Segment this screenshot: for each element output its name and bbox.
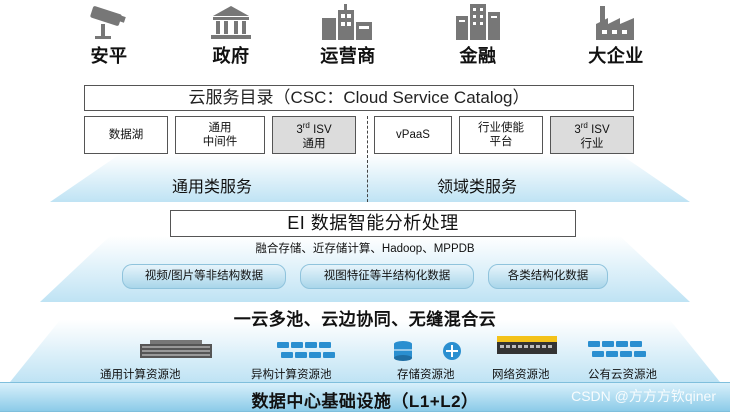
catalog-box-label: 3rd ISV xyxy=(574,121,610,136)
cloud-slogan: 一云多池、云边协同、无缝混合云 xyxy=(233,310,497,329)
cloud-pools-platform xyxy=(10,320,720,382)
catalog-box-label-2: 平台 xyxy=(489,136,513,148)
catalog-data-lake[interactable]: 数据湖 xyxy=(84,116,168,154)
catalog-box-label-2: 通用 xyxy=(302,137,326,150)
domain-services-label: 领域类服务 xyxy=(437,179,518,196)
network-pool: 网络资源池 xyxy=(492,369,550,381)
catalog-box-label: 数据湖 xyxy=(108,129,144,141)
catalog-box-label: 行业使能 xyxy=(478,122,524,134)
industry-label: 安平 xyxy=(90,46,128,66)
ei-data-analytics-title: EI 数据智能分析处理 xyxy=(170,210,576,237)
bank-tower-icon xyxy=(423,4,533,40)
catalog-industry-enablement[interactable]: 行业使能 平台 xyxy=(459,116,543,154)
general-compute-pool: 通用计算资源池 xyxy=(100,369,181,381)
server-rack-icon xyxy=(140,340,212,358)
catalog-box-label: vPaaS xyxy=(396,129,430,141)
catalog-vpaas[interactable]: vPaaS xyxy=(374,116,452,154)
storage-pool: 存储资源池 xyxy=(397,369,455,381)
storage-technologies: 融合存储、近存储计算、Hadoop、MPPDB xyxy=(255,243,475,255)
catalog-box-label-2: 行业 xyxy=(580,137,604,150)
catalog-3rd-isv-industry[interactable]: 3rd ISV 行业 xyxy=(550,116,634,154)
catalog-general-middleware[interactable]: 通用 中间件 xyxy=(175,116,265,154)
industry-label: 金融 xyxy=(459,46,497,66)
general-services-label: 通用类服务 xyxy=(172,179,253,196)
industry-label: 大企业 xyxy=(588,46,644,66)
catalog-box-label: 3rd ISV xyxy=(296,121,332,136)
catalog-3rd-isv-general[interactable]: 3rd ISV 通用 xyxy=(272,116,356,154)
public-cloud-icon xyxy=(588,341,646,357)
industry-telecom: 运营商 xyxy=(293,4,403,68)
industry-label: 运营商 xyxy=(320,46,376,66)
telecom-tower-icon xyxy=(293,4,403,40)
datacenter-bar xyxy=(0,382,730,412)
heterogeneous-compute-pool: 异构计算资源池 xyxy=(251,369,332,381)
security-camera-icon xyxy=(54,4,164,40)
catalog-box-label-2: 中间件 xyxy=(202,136,238,148)
services-divider xyxy=(367,116,368,202)
services-platform xyxy=(50,154,690,202)
unstructured-data-pill: 视频/图片等非结构数据 xyxy=(122,264,286,289)
factory-icon xyxy=(561,4,671,40)
catalog-box-label: 通用 xyxy=(208,122,232,134)
csdn-watermark: CSDN @方方方钦qiner xyxy=(571,388,716,404)
storage-disk-icon xyxy=(394,341,412,361)
public-cloud-pool: 公有云资源池 xyxy=(588,369,657,381)
industry-finance: 金融 xyxy=(423,4,533,68)
structured-data-pill: 各类结构化数据 xyxy=(488,264,608,289)
government-building-icon xyxy=(176,4,286,40)
industry-label: 政府 xyxy=(212,46,250,66)
service-catalog-title: 云服务目录（CSC：Cloud Service Catalog） xyxy=(84,85,634,111)
industry-security: 安平 xyxy=(54,4,164,68)
industry-government: 政府 xyxy=(176,4,286,68)
datacenter-title: 数据中心基础设施（L1+L2） xyxy=(251,392,479,411)
storage-node-icon xyxy=(443,342,461,360)
network-switch-icon xyxy=(497,336,557,354)
semi-structured-data-pill: 视图特征等半结构化数据 xyxy=(300,264,474,289)
industry-enterprise: 大企业 xyxy=(561,4,671,68)
gpu-cluster-icon xyxy=(277,342,335,358)
